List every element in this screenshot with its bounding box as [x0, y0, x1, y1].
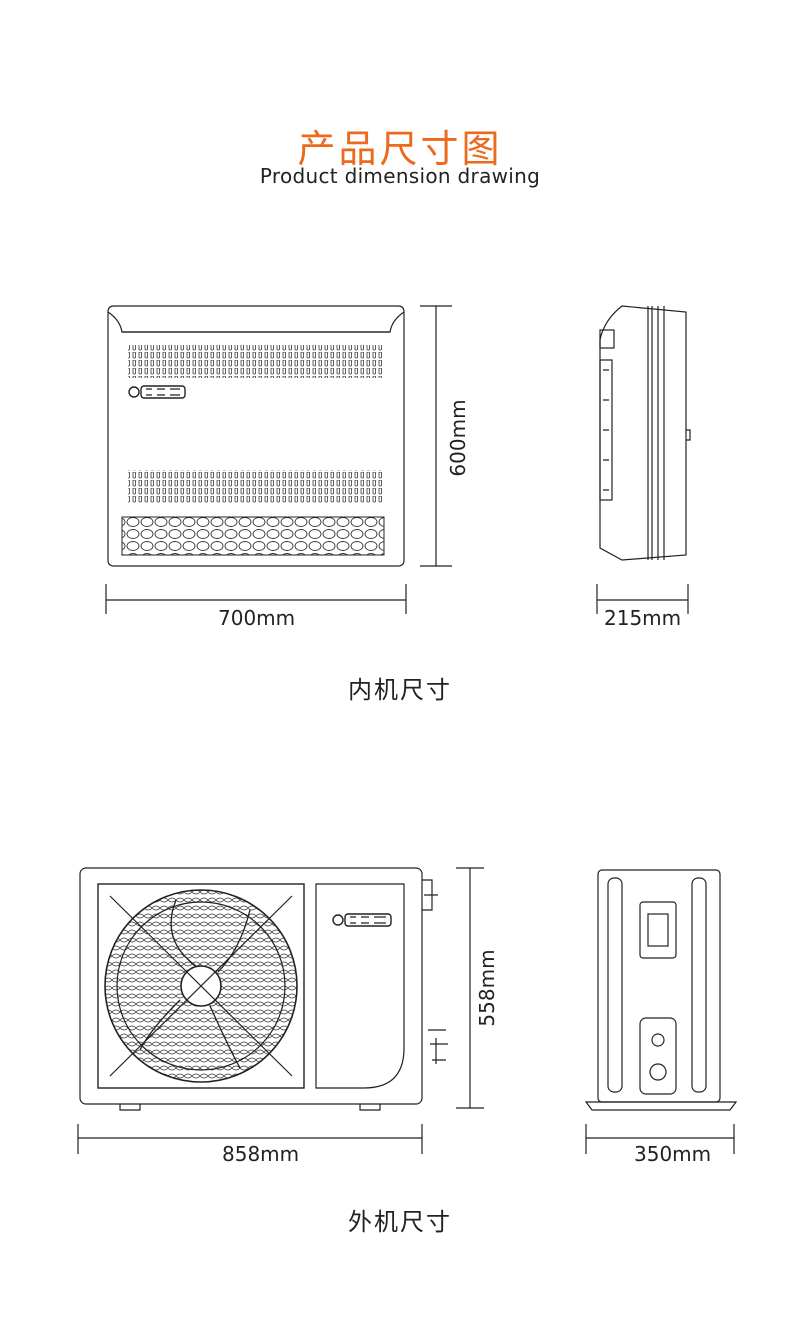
outdoor-unit-front-view [79, 867, 448, 1111]
indoor-depth-dimension-line [596, 584, 689, 614]
brand-logo [128, 385, 186, 399]
brand-logo [332, 913, 392, 927]
indoor-height-dimension-line [420, 305, 452, 567]
page-title: 产品尺寸图 [297, 127, 503, 171]
outdoor-width-dimension-line [77, 1124, 423, 1154]
outdoor-depth-dimension-line [585, 1124, 735, 1154]
indoor-width-label: 700mm [218, 606, 296, 630]
outdoor-caption: 外机尺寸 [348, 1208, 452, 1236]
outdoor-width-label: 858mm [222, 1142, 300, 1166]
indoor-unit-side-view [599, 305, 691, 561]
outdoor-height-dimension-line [456, 867, 484, 1109]
indoor-caption: 内机尺寸 [348, 676, 452, 704]
indoor-width-dimension-line [105, 584, 407, 614]
indoor-height-label: 600mm [446, 399, 470, 477]
indoor-depth-label: 215mm [602, 606, 684, 630]
indoor-unit-front-view [107, 305, 405, 567]
outdoor-unit-side-view [584, 869, 738, 1111]
page-subtitle: Product dimension drawing [259, 164, 541, 188]
outdoor-depth-label: 350mm [634, 1142, 712, 1166]
outdoor-height-label: 558mm [475, 949, 499, 1027]
